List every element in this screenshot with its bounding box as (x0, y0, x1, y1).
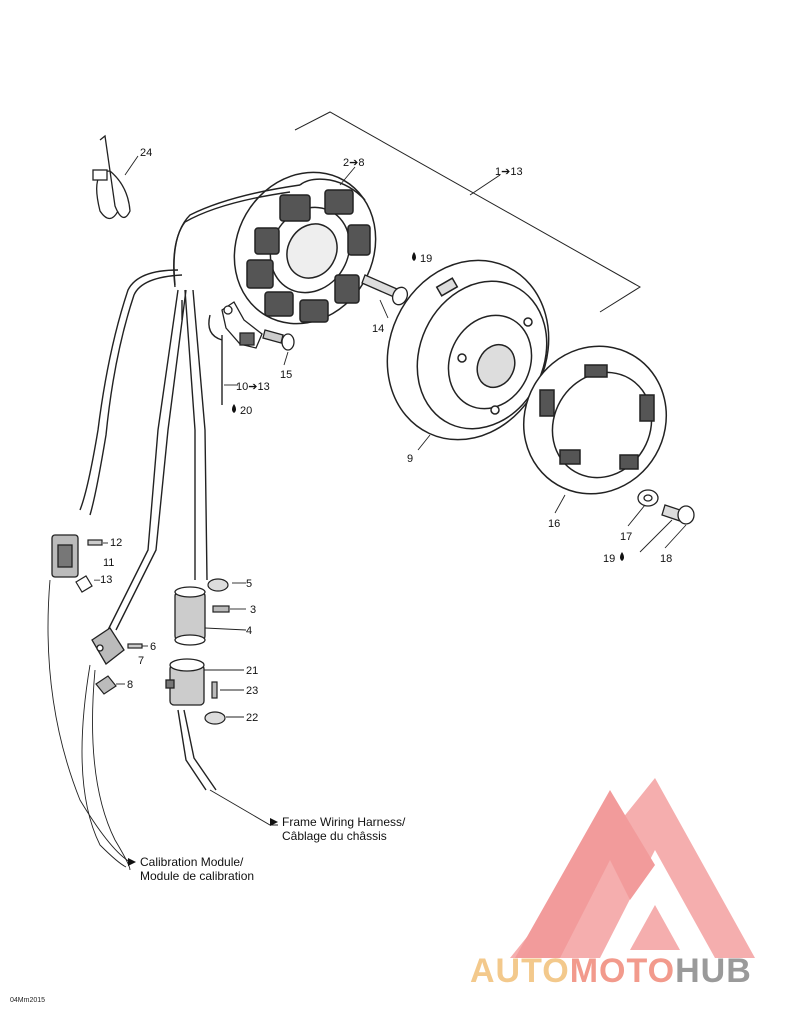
stator (233, 171, 377, 325)
callout-18: 18 (660, 553, 672, 565)
bolt-18 (661, 504, 695, 525)
callout-14: 14 (372, 323, 384, 335)
callout-3: 3 (250, 604, 256, 616)
callout-5: 5 (246, 578, 252, 590)
lock-8 (95, 675, 117, 695)
connector-21 (165, 658, 205, 706)
terminal-12 (87, 539, 103, 546)
calib-note-line2: Module de calibration (140, 869, 254, 883)
calib-note-line1: Calibration Module/ (140, 855, 244, 869)
screw-14 (361, 274, 409, 306)
callout-17: 17 (620, 531, 632, 543)
cable-tie (92, 134, 131, 220)
seal-22 (204, 711, 226, 725)
callout-12: 12 (110, 537, 122, 549)
callout-1-13: 1➔13 (495, 166, 523, 178)
callout-23: 23 (246, 685, 258, 697)
drop-icon (412, 252, 416, 261)
assembly-bracket (294, 111, 641, 313)
callout-21: 21 (246, 665, 258, 677)
callout-8: 8 (127, 679, 133, 691)
callout-19-top: 19 (420, 253, 432, 265)
washer-17 (637, 489, 659, 507)
terminal-23 (211, 681, 218, 699)
callout-13: –13 (94, 574, 112, 586)
connector-11 (51, 534, 79, 578)
watermark-logo (510, 778, 755, 958)
lubricant-drop-icons (232, 252, 624, 561)
callout-4: 4 (246, 625, 252, 637)
callout-10-13: 10➔13 (236, 381, 270, 393)
callout-6: 6 (150, 641, 156, 653)
calibration-note: Calibration Module/ Module de calibratio… (140, 855, 254, 883)
terminal-3 (212, 605, 230, 613)
callout-7: 7 (138, 655, 144, 667)
drop-icon (620, 552, 624, 561)
leader-lines (47, 155, 687, 871)
watermark-hub: HUB (675, 952, 752, 990)
frame-note-line2: Câblage du châssis (282, 829, 387, 843)
flywheel (386, 259, 550, 441)
note-arrows (128, 818, 278, 866)
figure-code: 04Mm2015 (10, 997, 45, 1004)
watermark-text: AUTOMOTOHUB (470, 952, 752, 991)
lock-13 (75, 575, 93, 593)
watermark-auto: AUTO (470, 952, 570, 990)
callout-15: 15 (280, 369, 292, 381)
wiring-harness (79, 184, 301, 791)
connector-7 (91, 627, 125, 665)
callout-labels: 24 2➔8 1➔13 19 14 15 10➔13 20 9 16 17 19… (94, 147, 672, 724)
trigger-coil (221, 301, 263, 349)
seal-5 (207, 578, 229, 592)
terminal-6 (127, 643, 143, 649)
callout-2-8: 2➔8 (343, 157, 364, 169)
callout-11: 11 (103, 557, 114, 569)
frame-wiring-note: Frame Wiring Harness/ Câblage du châssis (282, 815, 406, 843)
callout-9: 9 (407, 453, 413, 465)
callout-24: 24 (140, 147, 152, 159)
callout-19-bottom: 19 (603, 553, 615, 565)
screw-15 (262, 329, 295, 351)
callout-20: 20 (240, 405, 252, 417)
watermark-moto: MOTO (569, 952, 676, 990)
callout-16: 16 (548, 518, 560, 530)
frame-note-line1: Frame Wiring Harness/ (282, 815, 406, 829)
drop-icon (232, 404, 236, 413)
connector-4 (174, 586, 206, 646)
callout-22: 22 (246, 712, 258, 724)
ring-16 (522, 345, 668, 495)
